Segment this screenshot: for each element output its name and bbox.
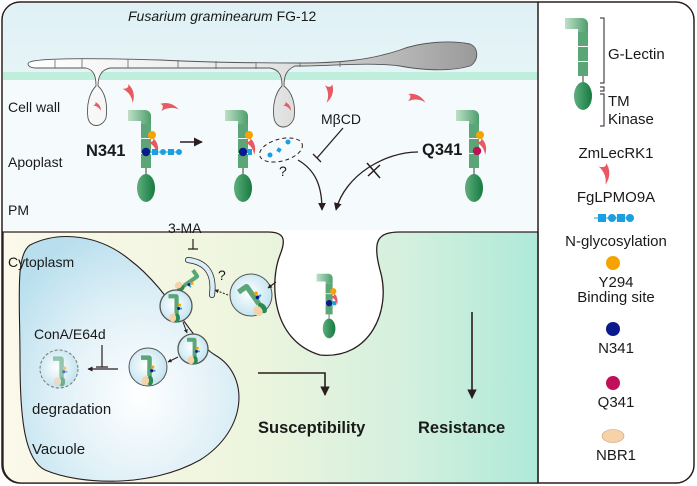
label-cona-e64d: ConA/E64d — [34, 326, 106, 342]
label-pm: PM — [8, 202, 29, 218]
legend-n-glycosylation: N-glycosylation — [565, 233, 667, 250]
hypha-title: Fusarium graminearum FG-12 — [128, 8, 317, 24]
label-cytoplasm: Cytoplasm — [8, 254, 75, 270]
vacuole — [18, 236, 240, 482]
legend-domain-brackets — [600, 17, 605, 127]
legend-zmlecrk1: ZmLecRK1 — [578, 145, 654, 162]
legend-g-lectin: G-Lectin — [608, 46, 665, 63]
legend-nbr1: NBR1 — [595, 447, 637, 464]
legend-kinase: Kinase — [608, 111, 654, 128]
label-degradation: degradation — [32, 401, 112, 418]
question-mark-fusion: ? — [218, 267, 226, 283]
degrading-vesicle — [39, 349, 79, 389]
fungal-hypha — [27, 41, 478, 128]
legend-binding-site: Binding site — [577, 289, 655, 306]
endocytosis-arrow — [297, 159, 326, 211]
receptor-internalized — [316, 273, 341, 339]
navy-dot-icon — [606, 322, 620, 336]
label-vacuole: Vacuole — [32, 441, 86, 458]
legend-q341: Q341 — [597, 394, 635, 411]
cona-inhibition — [96, 345, 108, 368]
label-n341: N341 — [86, 142, 126, 160]
phagophore — [185, 257, 215, 298]
label-cell-wall: Cell wall — [8, 99, 61, 115]
mbcd-inhibition — [312, 127, 344, 163]
legend-n341: N341 — [598, 340, 634, 357]
susceptibility-arrow — [258, 372, 330, 396]
label-q341: Q341 — [422, 141, 463, 159]
legend-tm: TM — [608, 93, 630, 110]
question-mark-glycan: ? — [279, 163, 287, 179]
receptor-n341 — [128, 110, 182, 202]
three-ma-inhibition — [188, 239, 198, 250]
uncertain-fusion-arrow — [214, 289, 229, 296]
orange-dot-icon — [606, 256, 620, 270]
label-apoplast: Apoplast — [8, 154, 63, 170]
receptor-q341 — [456, 110, 491, 202]
blocked-endocytosis-arrow — [333, 151, 419, 211]
glycan-chain-icon — [594, 214, 634, 222]
legend-fglpmo9a: FgLPMO9A — [576, 189, 656, 206]
cell-wall-band — [3, 72, 538, 80]
nbr1-ellipse-icon — [601, 429, 625, 443]
label-mbcd: MβCD — [321, 111, 361, 127]
outcome-susceptibility: Susceptibility — [258, 419, 366, 437]
block-cross — [366, 162, 381, 179]
outcome-resistance: Resistance — [418, 419, 506, 437]
label-three-ma: 3-MA — [168, 220, 202, 236]
released-glycan-oval — [259, 137, 303, 163]
magenta-dot-icon — [606, 376, 620, 390]
legend-y294: Y294 — [598, 274, 634, 291]
receptor-cleaved — [225, 110, 260, 202]
